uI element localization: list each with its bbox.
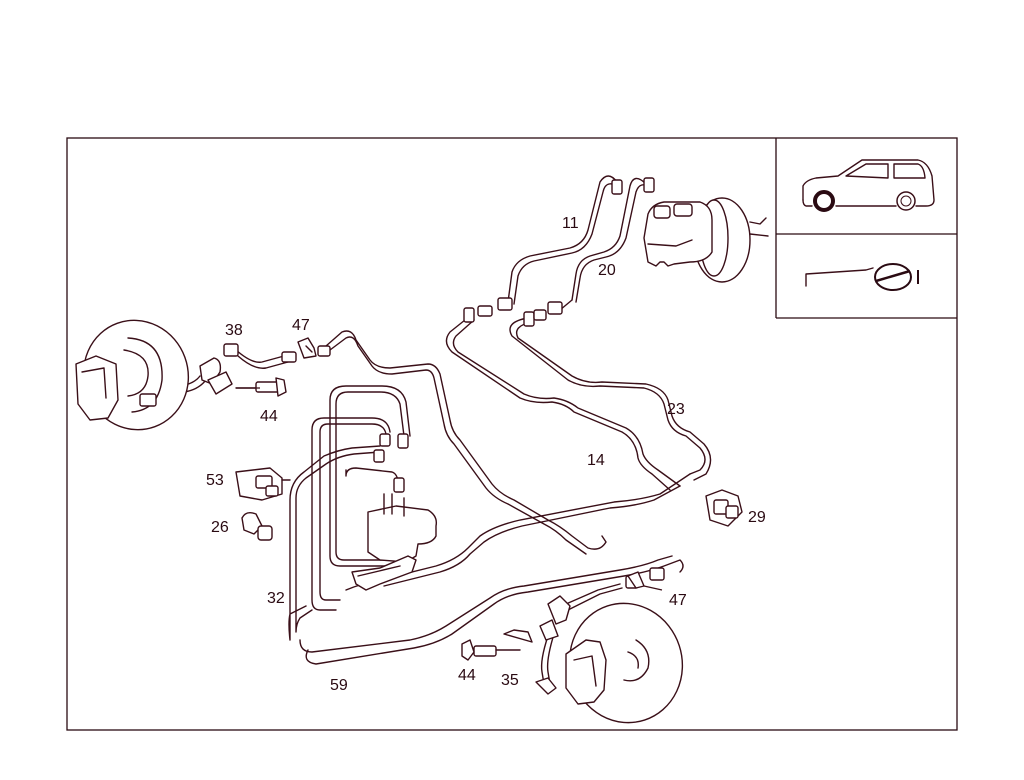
front-left-disc-brake (75, 319, 190, 431)
inset-panel (775, 138, 957, 319)
callout-23: 23 (667, 401, 685, 418)
callout-44-upper: 44 (260, 408, 278, 425)
leader-lines (236, 387, 663, 591)
callout-53: 53 (206, 472, 224, 489)
callout-32: 32 (267, 590, 285, 607)
callout-47-lower: 47 (669, 592, 687, 609)
clip-26 (241, 511, 273, 541)
connector-53 (235, 467, 291, 501)
callout-38: 38 (225, 322, 243, 339)
tube-fittings (281, 297, 665, 589)
callout-35: 35 (501, 672, 519, 689)
connector-29 (705, 489, 743, 527)
callout-29: 29 (748, 509, 766, 526)
station-wagon-side-icon (802, 159, 935, 212)
callout-59: 59 (330, 677, 348, 694)
brake-booster-master-cylinder (611, 177, 769, 283)
brake-line-symbol-icon (805, 263, 919, 291)
rear-right-disc-brake (535, 602, 684, 724)
abs-hydraulic-unit (351, 493, 438, 591)
callout-14: 14 (587, 452, 605, 469)
callout-47-upper: 47 (292, 317, 310, 334)
callout-11: 11 (562, 215, 579, 232)
callout-26: 26 (211, 519, 229, 536)
callout-20: 20 (598, 262, 616, 279)
callout-44-lower: 44 (458, 667, 476, 684)
bracket-47-upper (297, 337, 317, 359)
diagram-frame (66, 137, 958, 731)
rear-right-hose-bracket (461, 571, 645, 661)
